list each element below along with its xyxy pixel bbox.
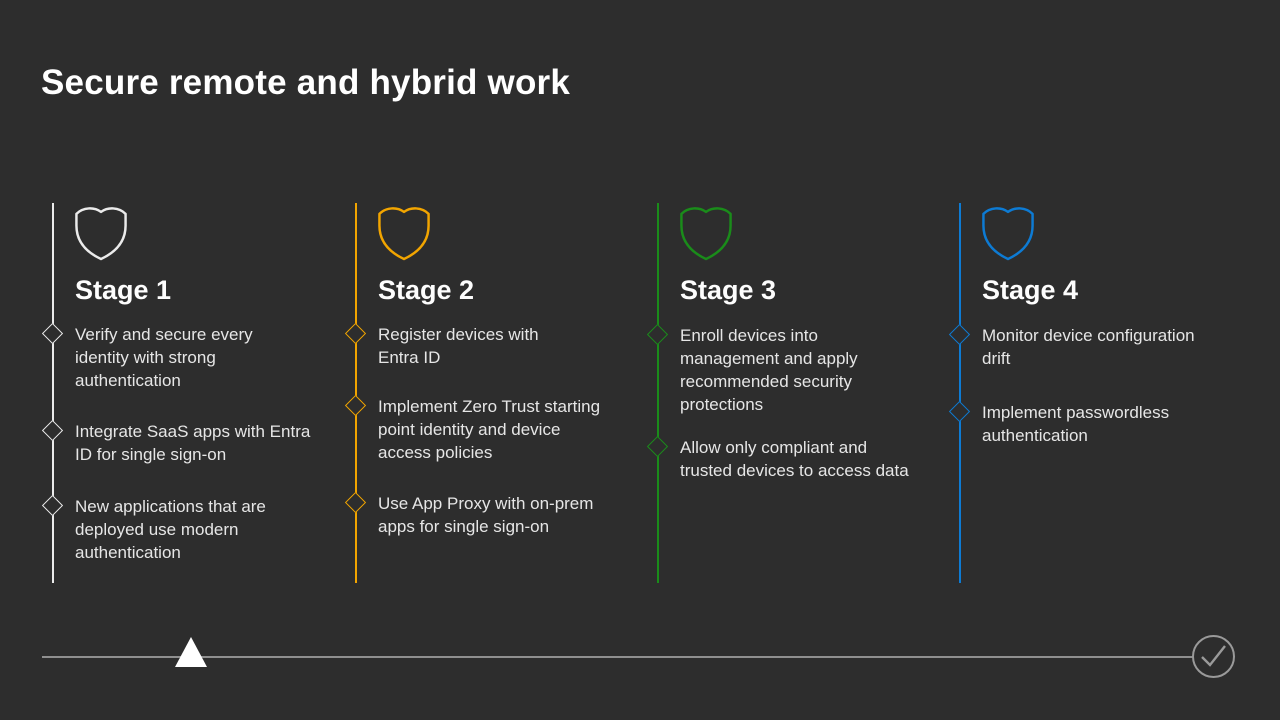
stage-column-2: Stage 2 Register devices with Entra ID I… (344, 203, 637, 583)
bullet-item: Register devices with Entra ID (344, 322, 637, 369)
stage-vertical-line (959, 203, 961, 583)
stage-vertical-line (52, 203, 54, 583)
stage-heading: Stage 1 (75, 275, 172, 305)
page-title: Secure remote and hybrid work (41, 63, 571, 102)
stage-vertical-line (355, 203, 357, 583)
bullet-text: Enroll devices into management and apply… (680, 326, 858, 414)
bullet-text: New applications that are deployed use m… (75, 497, 266, 562)
checkmark-circle-icon (1192, 635, 1235, 678)
bullet-item: Verify and secure every identity with st… (41, 322, 334, 392)
shield-icon (75, 207, 127, 261)
bullet-item: Enroll devices into management and apply… (646, 323, 939, 416)
bullet-text: Integrate SaaS apps with Entra ID for si… (75, 422, 311, 464)
bullet-text: Monitor device configuration drift (982, 326, 1195, 368)
bullet-text: Register devices with Entra ID (378, 325, 539, 367)
bullet-item: New applications that are deployed use m… (41, 494, 334, 564)
timeline-line (42, 656, 1193, 658)
bullet-text: Implement passwordless authentication (982, 403, 1170, 445)
shield-icon (982, 207, 1034, 261)
bullet-text: Verify and secure every identity with st… (75, 325, 253, 390)
bullet-text: Implement Zero Trust starting point iden… (378, 397, 601, 462)
triangle-up-icon (175, 637, 207, 667)
bullet-item: Allow only compliant and trusted devices… (646, 435, 939, 482)
checkmark-icon (1201, 645, 1226, 667)
stage-heading: Stage 3 (680, 275, 777, 305)
stage-column-4: Stage 4 Monitor device configuration dri… (948, 203, 1241, 583)
bullet-text: Use App Proxy with on-prem apps for sing… (378, 494, 594, 536)
bullet-item: Use App Proxy with on-prem apps for sing… (344, 491, 637, 538)
shield-icon (378, 207, 430, 261)
bullet-item: Implement passwordless authentication (948, 400, 1241, 447)
bullet-item: Implement Zero Trust starting point iden… (344, 394, 637, 464)
bullet-item: Monitor device configuration drift (948, 323, 1241, 370)
bullet-item: Integrate SaaS apps with Entra ID for si… (41, 419, 334, 466)
stage-column-1: Stage 1 Verify and secure every identity… (41, 203, 334, 583)
bullet-text: Allow only compliant and trusted devices… (680, 438, 909, 480)
stage-heading: Stage 2 (378, 275, 475, 305)
shield-icon (680, 207, 732, 261)
stage-column-3: Stage 3 Enroll devices into management a… (646, 203, 939, 583)
stage-vertical-line (657, 203, 659, 583)
stage-heading: Stage 4 (982, 275, 1079, 305)
